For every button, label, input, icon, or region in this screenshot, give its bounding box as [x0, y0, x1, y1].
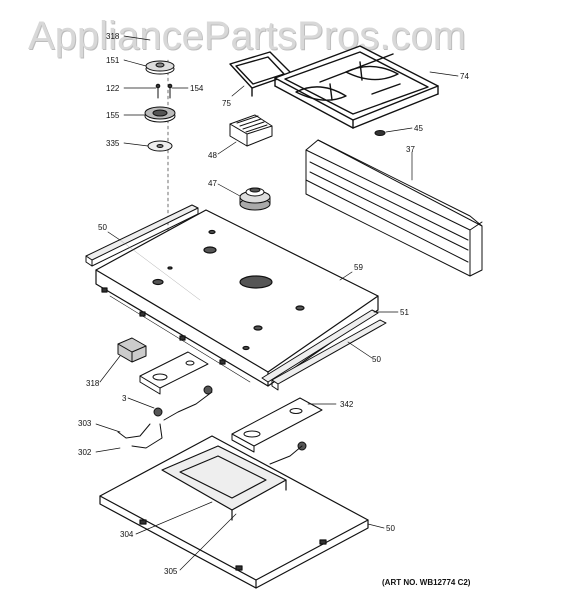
part-grate-large	[274, 45, 439, 129]
callout-48: 48	[208, 151, 217, 160]
part-bottom-pan	[99, 435, 369, 589]
callout-47: 47	[208, 179, 217, 188]
callout-labels: 318 151 122 154 155 335 75 74 45 48 37 4…	[78, 32, 469, 576]
callout-151: 151	[106, 56, 120, 65]
part-screw-122	[155, 83, 161, 99]
callout-304: 304	[120, 530, 134, 539]
callout-303: 303	[78, 419, 92, 428]
part-burner-bracket-left	[139, 351, 209, 395]
callout-59: 59	[354, 263, 363, 272]
callout-75: 75	[222, 99, 231, 108]
part-backguard	[305, 139, 483, 277]
part-burner-head	[144, 106, 176, 123]
callout-318-bottom: 318	[86, 379, 100, 388]
part-trim-strip-middle	[271, 319, 387, 391]
part-screw-154	[167, 83, 173, 99]
leader-lines	[95, 35, 459, 571]
callout-335: 335	[106, 139, 120, 148]
callout-302: 302	[78, 448, 92, 457]
callout-305: 305	[164, 567, 178, 576]
part-burner-cap	[145, 60, 175, 75]
part-grommet	[374, 130, 386, 136]
callout-154: 154	[190, 84, 204, 93]
part-griddle-cover	[229, 114, 273, 147]
callout-155: 155	[106, 111, 120, 120]
watermark: AppliancePartsPros.com	[28, 14, 466, 58]
callout-50-middle: 50	[372, 355, 381, 364]
callout-122: 122	[106, 84, 120, 93]
callout-50-lower: 50	[386, 524, 395, 533]
callout-45: 45	[414, 124, 423, 133]
callout-51: 51	[400, 308, 409, 317]
part-trim-strip-upper	[85, 204, 199, 267]
callout-50-upper: 50	[98, 223, 107, 232]
callout-74: 74	[460, 72, 469, 81]
callout-3: 3	[122, 394, 127, 403]
part-burner	[239, 187, 271, 211]
callout-37: 37	[406, 145, 415, 154]
part-igniter-module	[117, 337, 147, 363]
art-number: (ART NO. WB12774 C2)	[382, 578, 471, 587]
part-burner-bracket-right	[231, 397, 323, 453]
part-trim-strip-51	[261, 309, 379, 383]
callout-318-top: 318	[106, 32, 120, 41]
part-burner-seal	[147, 140, 173, 152]
callout-342: 342	[340, 400, 354, 409]
